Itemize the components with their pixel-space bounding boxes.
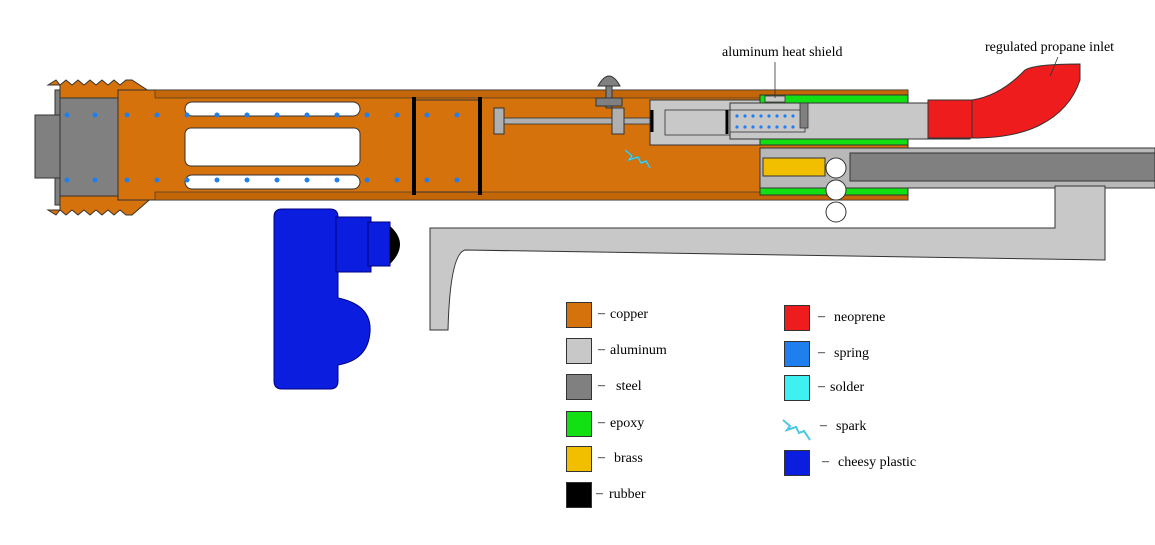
legend-label-rubber: rubber xyxy=(609,487,646,502)
legend-dash: – xyxy=(820,418,827,433)
chamber-slot-top xyxy=(184,101,361,117)
swatch-steel xyxy=(566,374,592,400)
top-screw-nut xyxy=(595,97,623,107)
legend-dash: – xyxy=(598,378,605,393)
swatch-cheesy-plastic xyxy=(784,450,810,476)
chamber-band-top xyxy=(154,89,909,99)
igniter-neck-plastic xyxy=(335,216,372,273)
propane-inlet-callout: regulated propane inlet xyxy=(985,40,1115,55)
legend-label-steel: steel xyxy=(616,379,642,394)
spring-coil-dots xyxy=(735,114,795,129)
legend-dash: – xyxy=(598,342,605,357)
legend-label-neoprene: neoprene xyxy=(834,310,886,325)
top-screw-head xyxy=(597,75,621,87)
swatch-epoxy xyxy=(566,411,592,437)
spring-dots xyxy=(64,112,460,183)
swatch-copper xyxy=(566,302,592,328)
igniter-button-rubber xyxy=(390,226,400,264)
legend-dash: – xyxy=(818,345,825,360)
legend-label-spring: spring xyxy=(834,346,869,361)
legend-label-cheesy-plastic: cheesy plastic xyxy=(838,455,917,470)
chamber-slot-middle xyxy=(184,127,361,167)
legend-label-spark: spark xyxy=(836,419,867,434)
legend-dash: – xyxy=(598,415,605,430)
projectile-2 xyxy=(825,179,847,201)
legend-dash: – xyxy=(598,450,605,465)
propane-inlet-hose xyxy=(971,63,1081,139)
rod-nut-left xyxy=(493,107,505,135)
legend-label-aluminum: aluminum xyxy=(610,343,667,358)
projectile-1 xyxy=(825,157,847,179)
heat-shield-callout: aluminum heat shield xyxy=(722,45,843,60)
chamber-band-bottom xyxy=(154,191,909,201)
igniter-cap-plastic xyxy=(367,221,391,267)
swatch-aluminum xyxy=(566,338,592,364)
gas-spring-box xyxy=(729,109,806,133)
swatch-brass xyxy=(566,446,592,472)
barrel-brass-breech xyxy=(762,157,826,177)
legend-label-epoxy: epoxy xyxy=(610,416,645,431)
legend-dash: – xyxy=(818,309,825,324)
legend-label-solder: solder xyxy=(830,380,865,395)
legend-label-copper: copper xyxy=(610,307,649,322)
rear-cap-steel-front xyxy=(34,114,61,179)
spark-icon-inner xyxy=(782,419,811,441)
projectile-3 xyxy=(825,201,847,223)
swatch-rubber xyxy=(566,482,592,508)
propane-inlet-leader xyxy=(1049,56,1059,77)
legend-label-brass: brass xyxy=(614,451,643,466)
legend-dash: – xyxy=(818,379,825,394)
rear-steel-core xyxy=(59,97,119,197)
legend-dash: – xyxy=(598,306,605,321)
chamber-slot-bottom xyxy=(184,174,361,190)
rod-nut-middle xyxy=(611,107,625,135)
swatch-neoprene xyxy=(784,305,810,331)
swatch-solder xyxy=(784,375,810,401)
swatch-spring xyxy=(784,341,810,367)
spark-mark-inner xyxy=(624,149,651,169)
frame-aluminum xyxy=(429,185,1106,331)
legend-dash: – xyxy=(596,486,603,501)
barrel-steel-inner xyxy=(849,152,1155,182)
gas-valve-screw xyxy=(799,102,809,129)
inlet-fitting-neoprene xyxy=(927,99,974,139)
legend-dash: – xyxy=(822,454,829,469)
